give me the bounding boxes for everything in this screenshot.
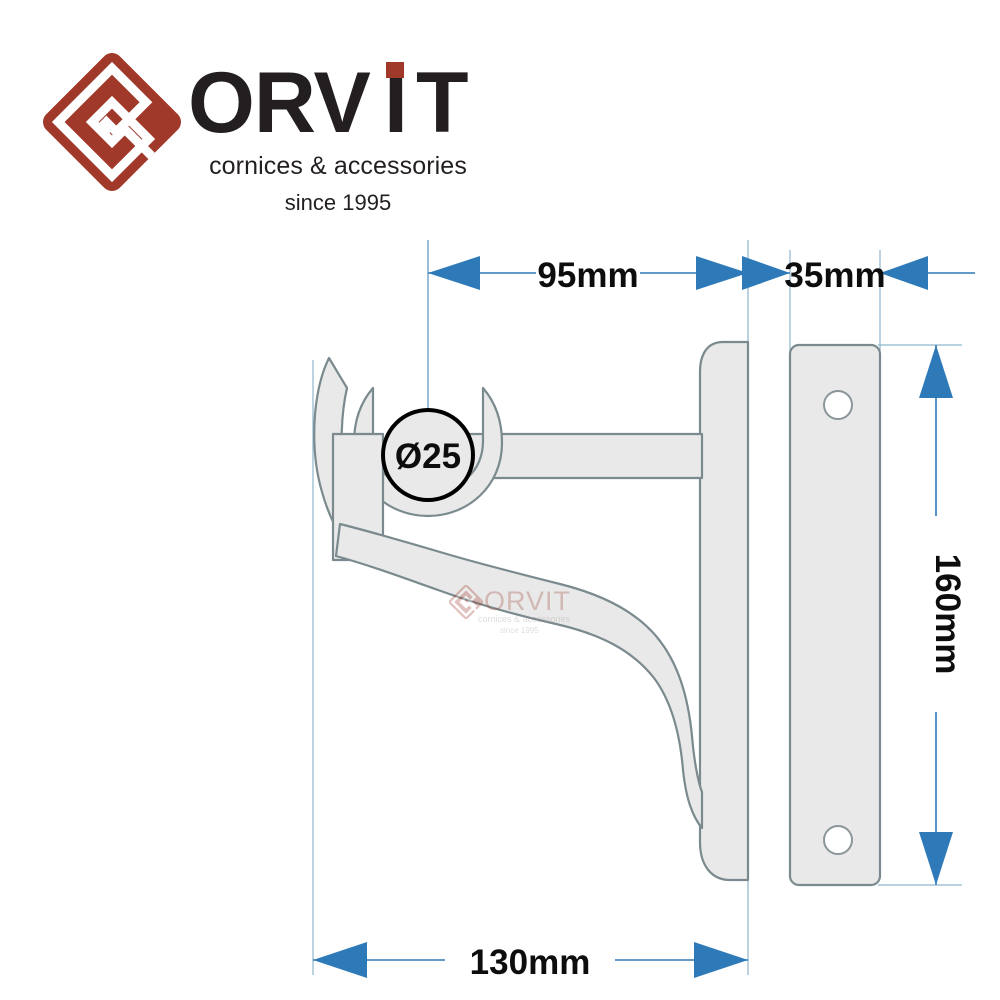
orvit-wordmark: ORV I T: [188, 55, 508, 151]
dimension-160mm-arrow-top: [919, 345, 953, 398]
dimension-95mm: 95mm: [428, 256, 748, 295]
brand-since: since 1995: [284, 190, 392, 215]
brand-header: ORV I T cornices & accessories since 199…: [0, 30, 520, 215]
dimension-35mm: 35mm: [700, 256, 975, 295]
dimension-35mm-label: 35mm: [784, 256, 885, 295]
svg-text:T: T: [416, 62, 469, 148]
dimension-160mm-label: 160mm: [928, 554, 967, 675]
dimension-35mm-arrow-left: [742, 256, 790, 290]
mounting-hole-top: [823, 390, 853, 420]
svg-text:since 1995: since 1995: [500, 626, 539, 635]
dimension-35mm-arrow-right: [880, 256, 928, 290]
orvit-watermark: ORVIT cornices & accessories since 1995: [446, 582, 571, 635]
dimension-130mm-arrow-left: [313, 942, 367, 978]
rod-diameter-circle: [381, 408, 475, 502]
rod-diameter-label: Ø25: [395, 437, 461, 476]
svg-text:ORVIT: ORVIT: [484, 586, 571, 616]
svg-text:ORV: ORV: [188, 62, 370, 148]
wall-plate: [788, 343, 882, 887]
dimension-130mm-arrow-right: [694, 942, 748, 978]
svg-text:cornices & accessories: cornices & accessories: [478, 614, 571, 624]
brand-tagline: cornices & accessories: [209, 152, 467, 180]
mounting-hole-bottom: [823, 825, 853, 855]
dimension-160mm: 160mm: [919, 345, 967, 885]
dimension-95mm-label: 95mm: [537, 256, 638, 295]
dimension-130mm-label: 130mm: [470, 943, 591, 982]
svg-text:I: I: [384, 62, 408, 148]
dimension-95mm-arrow-left: [428, 256, 480, 290]
orvit-diamond-spiral-logo-icon: [38, 48, 186, 196]
wall-plate-group: [788, 343, 882, 887]
rod-diameter-callout: Ø25: [381, 408, 475, 502]
s-curve-brace: [334, 522, 704, 830]
bracket-back-plate: [698, 340, 750, 882]
wordmark-block: ORV I T cornices & accessories since 199…: [188, 40, 508, 215]
dimension-130mm: 130mm: [313, 942, 748, 982]
bracket-assembly: [313, 340, 750, 882]
dimension-160mm-arrow-bottom: [919, 832, 953, 885]
